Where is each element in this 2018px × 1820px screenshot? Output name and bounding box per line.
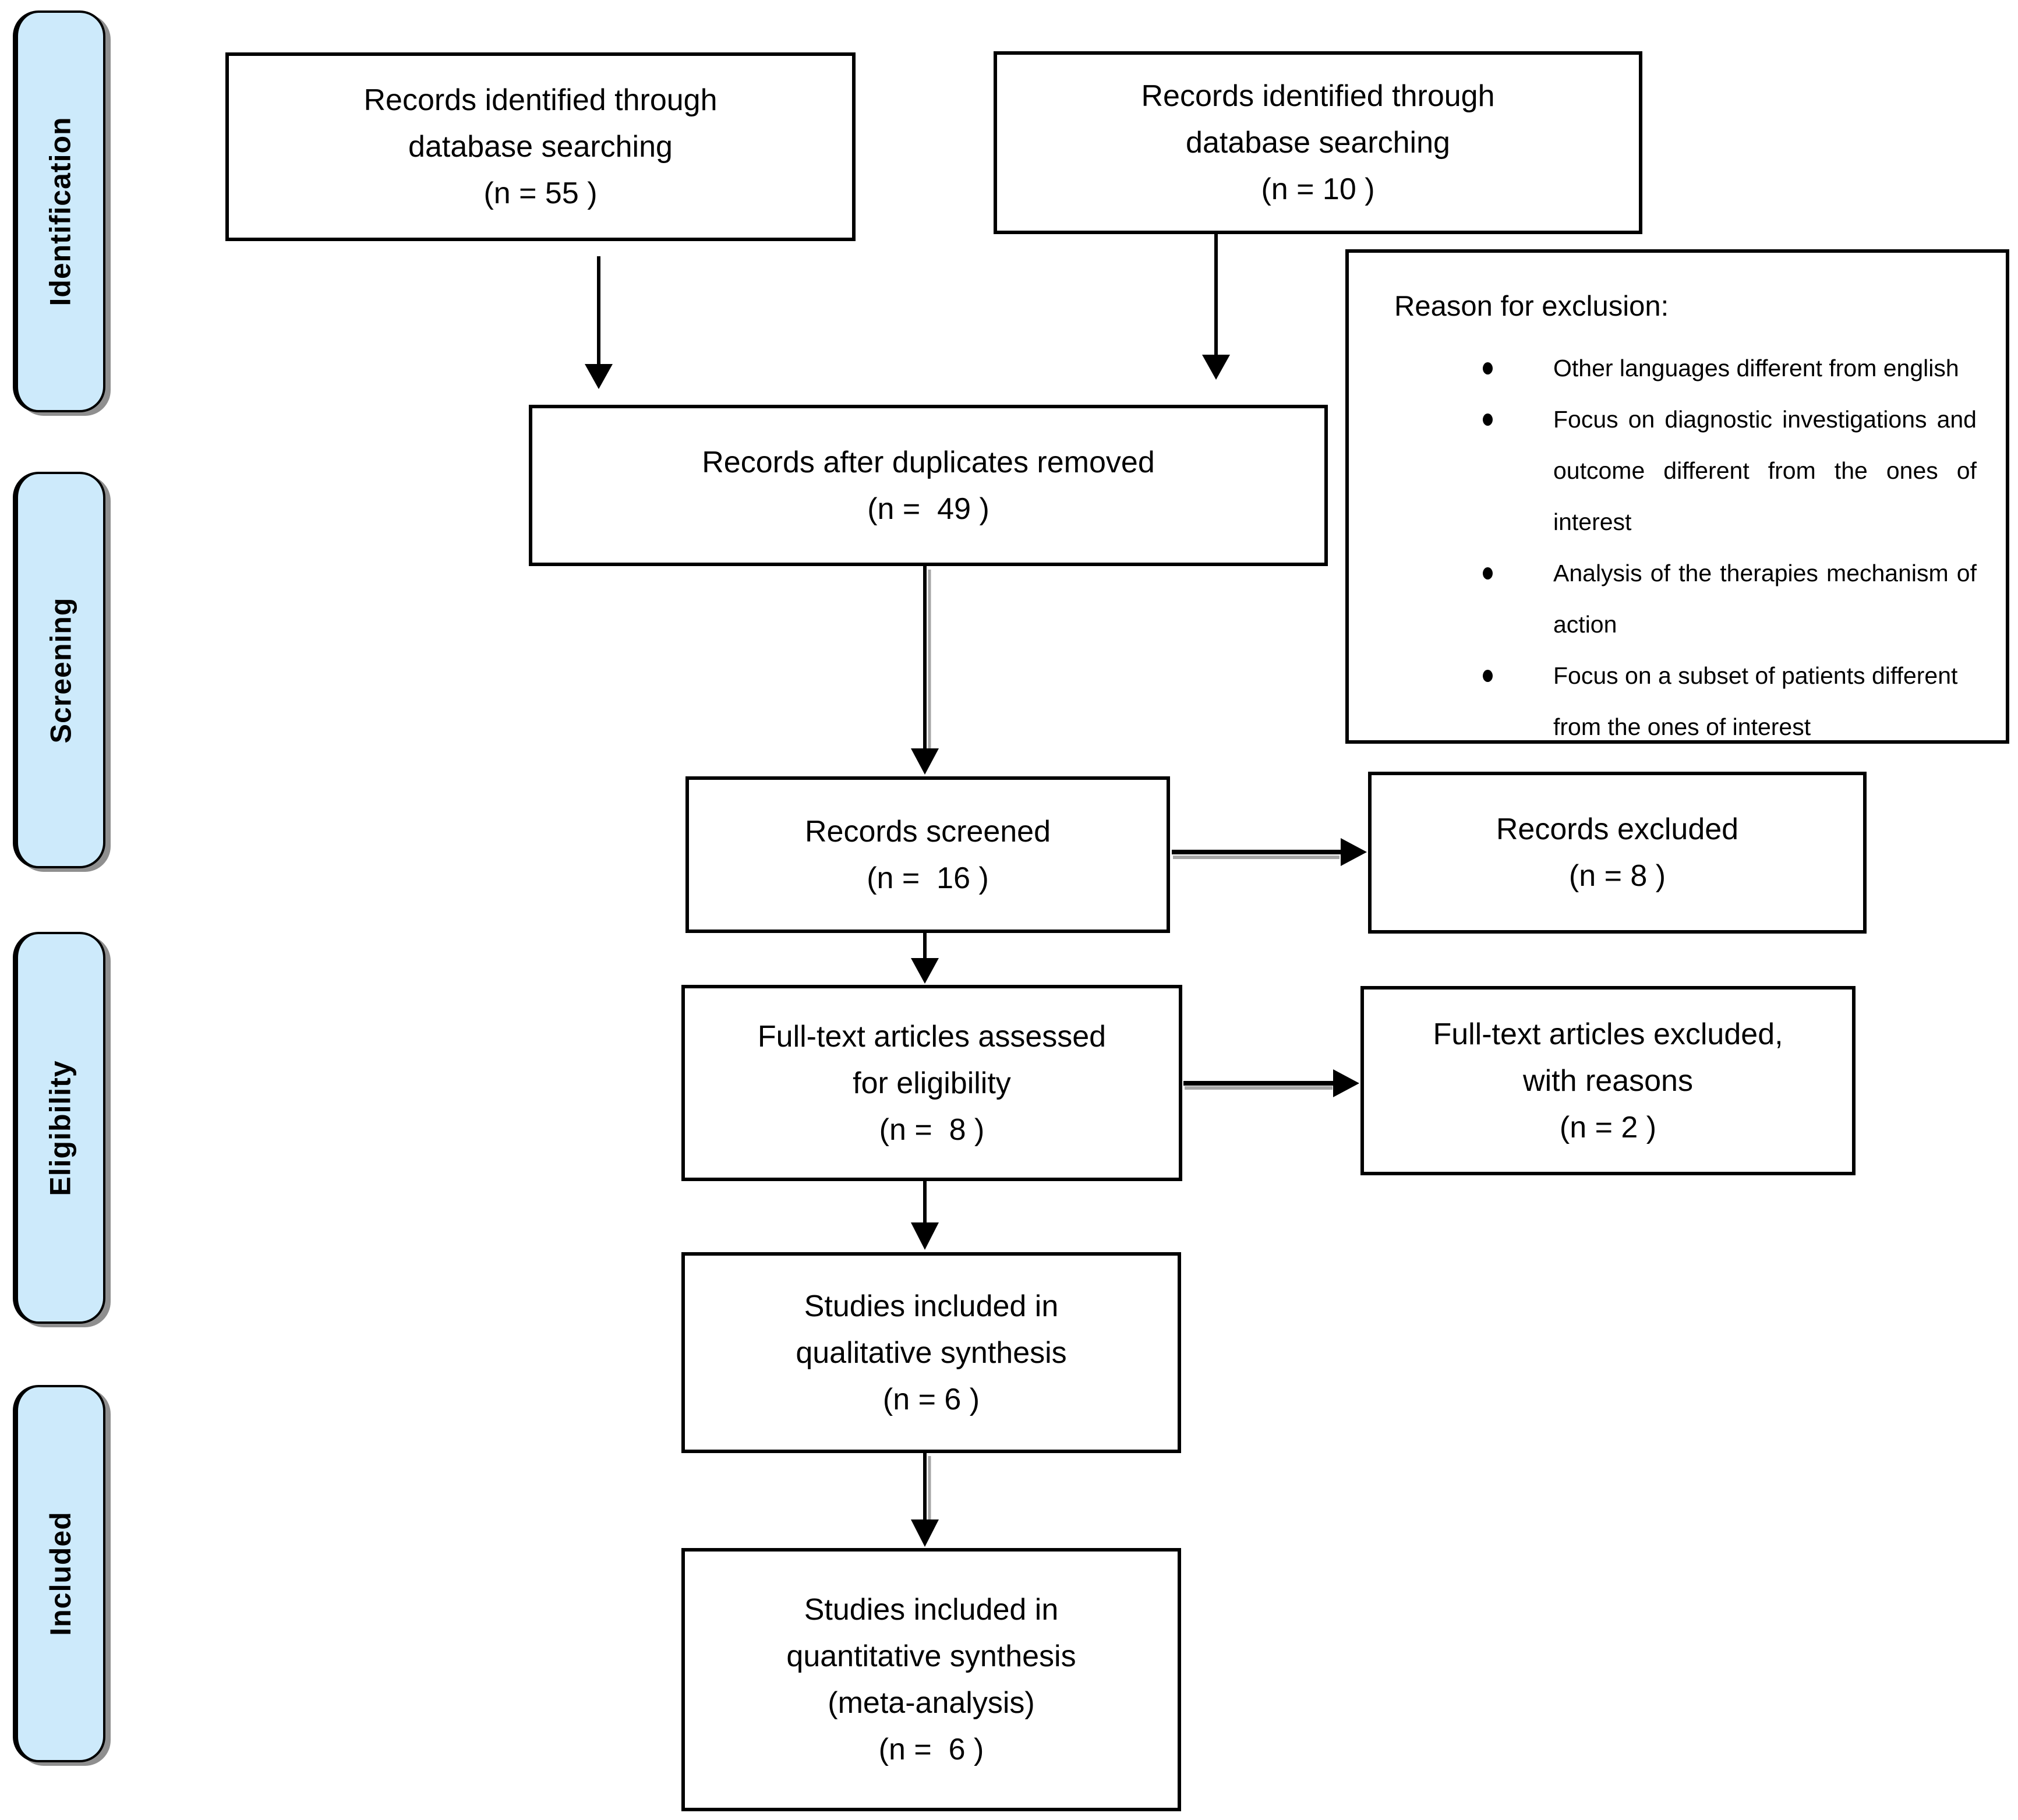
- list-item: Focus on a subset of patients different …: [1483, 650, 1977, 752]
- bullet-text: Analysis of the therapies mechanism of a…: [1553, 560, 1977, 638]
- stage-included: Included: [13, 1385, 105, 1762]
- arrow-identified1-to-duplicates: [585, 256, 613, 389]
- box-quantitative-synthesis: Studies included in quantitative synthes…: [681, 1548, 1181, 1811]
- box-records-identified-db1: Records identified through database sear…: [225, 52, 856, 241]
- box-text: Studies included in quantitative synthes…: [786, 1593, 1076, 1766]
- bullet-text: Focus on a subset of patients different …: [1553, 662, 1958, 740]
- stage-label: Included: [44, 1511, 77, 1636]
- box-fulltext-assessed: Full-text articles assessed for eligibil…: [681, 985, 1182, 1181]
- arrow-identified2-to-duplicates: [1202, 234, 1230, 380]
- box-records-screened: Records screened (n = 16 ): [685, 776, 1170, 933]
- box-records-excluded: Records excluded (n = 8 ): [1368, 772, 1867, 934]
- list-item: Analysis of the therapies mechanism of a…: [1483, 547, 1977, 650]
- bullet-text: Other languages different from english: [1553, 355, 1959, 381]
- stage-eligibility: Eligibility: [13, 932, 105, 1324]
- box-text: Records excluded (n = 8 ): [1496, 812, 1739, 893]
- arrow-screened-to-excluded: [1172, 838, 1367, 866]
- bullet-text: Focus on diagnostic investigations and o…: [1553, 406, 1977, 535]
- list-item: Other languages different from english: [1483, 342, 1977, 394]
- stage-label: Eligibility: [44, 1059, 77, 1196]
- bullet-icon: [1483, 414, 1493, 426]
- stage-label: Screening: [44, 597, 77, 743]
- box-text: Full-text articles assessed for eligibil…: [757, 1019, 1107, 1147]
- stage-label: Identification: [44, 116, 77, 306]
- bullet-icon: [1483, 670, 1493, 682]
- box-fulltext-excluded: Full-text articles excluded, with reason…: [1360, 986, 1856, 1175]
- box-text: Records after duplicates removed (n = 49…: [702, 445, 1155, 526]
- box-text: Records identified through database sear…: [1141, 79, 1495, 206]
- box-exclusion-reasons: Reason for exclusion: Other languages di…: [1345, 249, 2009, 744]
- stage-screening: Screening: [13, 472, 105, 868]
- arrow-duplicates-to-screened: [911, 566, 939, 775]
- box-text: Full-text articles excluded, with reason…: [1433, 1017, 1783, 1144]
- arrow-fulltext-to-qualitative: [911, 1181, 939, 1250]
- bullet-icon: [1483, 567, 1493, 579]
- stage-identification: Identification: [13, 10, 105, 412]
- exclusion-reasons-list: Other languages different from english F…: [1394, 342, 1977, 752]
- arrow-screened-to-fulltext: [911, 933, 939, 984]
- arrow-qualitative-to-quantitative: [911, 1453, 939, 1547]
- arrow-fulltext-to-fulltext-excluded: [1183, 1069, 1359, 1097]
- box-qualitative-synthesis: Studies included in qualitative synthesi…: [681, 1252, 1181, 1453]
- bullet-icon: [1483, 362, 1493, 374]
- box-text: Records identified through database sear…: [363, 83, 718, 210]
- box-text: Records screened (n = 16 ): [805, 814, 1051, 895]
- box-text: Studies included in qualitative synthesi…: [796, 1289, 1067, 1416]
- box-records-after-duplicates: Records after duplicates removed (n = 49…: [529, 405, 1328, 566]
- exclusion-reasons-title: Reason for exclusion:: [1394, 291, 1669, 322]
- box-records-identified-db2: Records identified through database sear…: [994, 51, 1642, 234]
- list-item: Focus on diagnostic investigations and o…: [1483, 394, 1977, 547]
